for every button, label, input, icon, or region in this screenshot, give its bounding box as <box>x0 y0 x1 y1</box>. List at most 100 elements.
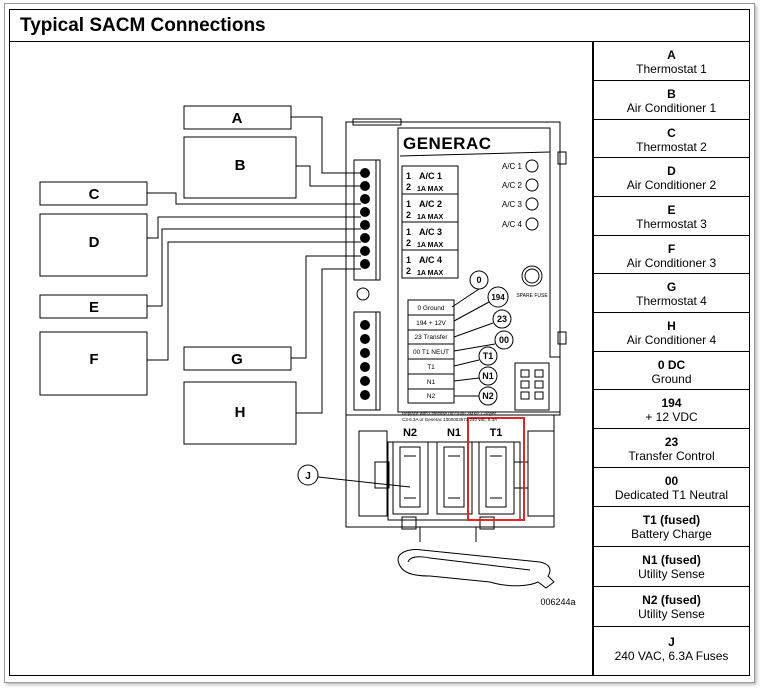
legend-row: N2 (fused)Utility Sense <box>593 587 749 627</box>
terminal-label-194: 194 + 12V <box>416 320 446 327</box>
box-g-label: G <box>231 351 243 368</box>
terminal-label-23: 23 Transfer <box>415 334 449 341</box>
legend-desc: Air Conditioner 1 <box>626 101 717 115</box>
legend-key: H <box>667 319 676 333</box>
legend-desc: Utility Sense <box>638 567 705 581</box>
legend-key: E <box>667 203 676 217</box>
box-b <box>183 136 297 199</box>
callout-n2: N2 <box>482 391 494 401</box>
legend-row: 194+ 12 VDC <box>593 390 749 429</box>
legend-key: A <box>667 48 676 62</box>
terminal-label-t1: T1 <box>427 364 435 371</box>
legend-key: D <box>667 164 676 178</box>
legend-key: F <box>667 242 676 256</box>
callout-23: 23 <box>497 314 507 324</box>
legend-key: G <box>666 280 677 294</box>
ac3-rating: 1A MAX <box>417 242 444 249</box>
terminal-screws <box>360 168 370 400</box>
legend-row: T1 (fused)Battery Charge <box>593 507 749 547</box>
box-f-label: F <box>89 351 98 368</box>
box-a-label: A <box>232 110 243 127</box>
led-ac3-label: A/C 3 <box>502 200 523 209</box>
ac3-num2: 2 <box>406 238 411 248</box>
ac3-num1: 1 <box>406 227 411 237</box>
legend-desc: Thermostat 3 <box>636 217 707 231</box>
legend-desc: Thermostat 4 <box>636 294 707 308</box>
fuse-note-line2: C3-6.3A or Generac 1000003573 240 vac, 6… <box>402 417 497 422</box>
ac2-num2: 2 <box>406 210 411 220</box>
legend-desc: Transfer Control <box>628 449 715 463</box>
fuse-note-line1: Replace with Littelfuse 0021606.3MXP, Co… <box>402 411 496 416</box>
legend-key: 23 <box>664 435 679 449</box>
wiring-diagram: A B C D E F G H GENERAC 1 A/C 1 2 1A MAX… <box>39 105 576 607</box>
box-h-label: H <box>235 404 246 421</box>
ac2-rating: 1A MAX <box>417 214 444 221</box>
led-ac4-label: A/C 4 <box>502 220 523 229</box>
terminal-label-00: 00 T1 NEUT <box>413 349 449 356</box>
legend-key: 194 <box>661 396 682 410</box>
box-d <box>39 213 148 277</box>
fuse-label-t1: T1 <box>490 427 503 439</box>
callout-n1: N1 <box>482 371 494 381</box>
fuse-label-n2: N2 <box>403 427 417 439</box>
ac1-rating: 1A MAX <box>417 186 444 193</box>
figure-id: 006244a <box>540 597 575 607</box>
callout-0: 0 <box>476 275 481 285</box>
legend-row: N1 (fused)Utility Sense <box>593 547 749 587</box>
terminal-label-n1: N1 <box>427 379 436 386</box>
callout-00: 00 <box>499 335 509 345</box>
spare-fuse-label: SPARE FUSE <box>516 293 548 299</box>
legend-key: B <box>667 87 676 101</box>
ac4-num2: 2 <box>406 266 411 276</box>
legend-desc: Thermostat 2 <box>636 140 707 154</box>
legend-key: C <box>667 126 676 140</box>
ac2-num1: 1 <box>406 199 411 209</box>
ac1-name: A/C 1 <box>419 171 442 181</box>
fuse-label-n1: N1 <box>447 427 461 439</box>
ac4-num1: 1 <box>406 255 411 265</box>
led-ac1-label: A/C 1 <box>502 162 523 171</box>
callout-194: 194 <box>491 293 505 302</box>
ac4-name: A/C 4 <box>419 255 442 265</box>
box-d-label: D <box>89 234 100 251</box>
legend-key: N1 (fused) <box>642 553 701 567</box>
legend-key: 0 DC <box>657 358 686 372</box>
legend-desc: Dedicated T1 Neutral <box>614 488 729 502</box>
legend-desc: Battery Charge <box>631 527 712 541</box>
callout-t1: T1 <box>483 351 494 361</box>
box-e-label: E <box>89 299 99 316</box>
legend-desc: Thermostat 1 <box>636 62 707 76</box>
t1-fuse-highlight <box>467 417 525 521</box>
callout-j: J <box>305 471 311 482</box>
wiring-diagram-panel: A B C D E F G H GENERAC 1 A/C 1 2 1A MAX… <box>9 41 593 676</box>
terminal-label-0: 0 Ground <box>417 305 444 312</box>
box-b-label: B <box>235 157 246 174</box>
ac4-rating: 1A MAX <box>417 270 444 277</box>
legend-key: T1 (fused) <box>642 513 701 527</box>
legend-desc: Air Conditioner 2 <box>626 178 717 192</box>
legend-desc: Ground <box>651 372 692 386</box>
brand-logo: GENERAC <box>403 134 492 153</box>
legend-key: 00 <box>664 474 679 488</box>
ac1-num1: 1 <box>406 171 411 181</box>
legend-desc: 240 VAC, 6.3A Fuses <box>614 649 729 663</box>
legend-desc: Air Conditioner 4 <box>626 333 717 347</box>
legend-desc: Utility Sense <box>638 607 705 621</box>
page-title: Typical SACM Connections <box>20 15 266 36</box>
legend-desc: Air Conditioner 3 <box>626 256 717 270</box>
legend-key: J <box>668 635 675 649</box>
legend-key: N2 (fused) <box>642 593 701 607</box>
